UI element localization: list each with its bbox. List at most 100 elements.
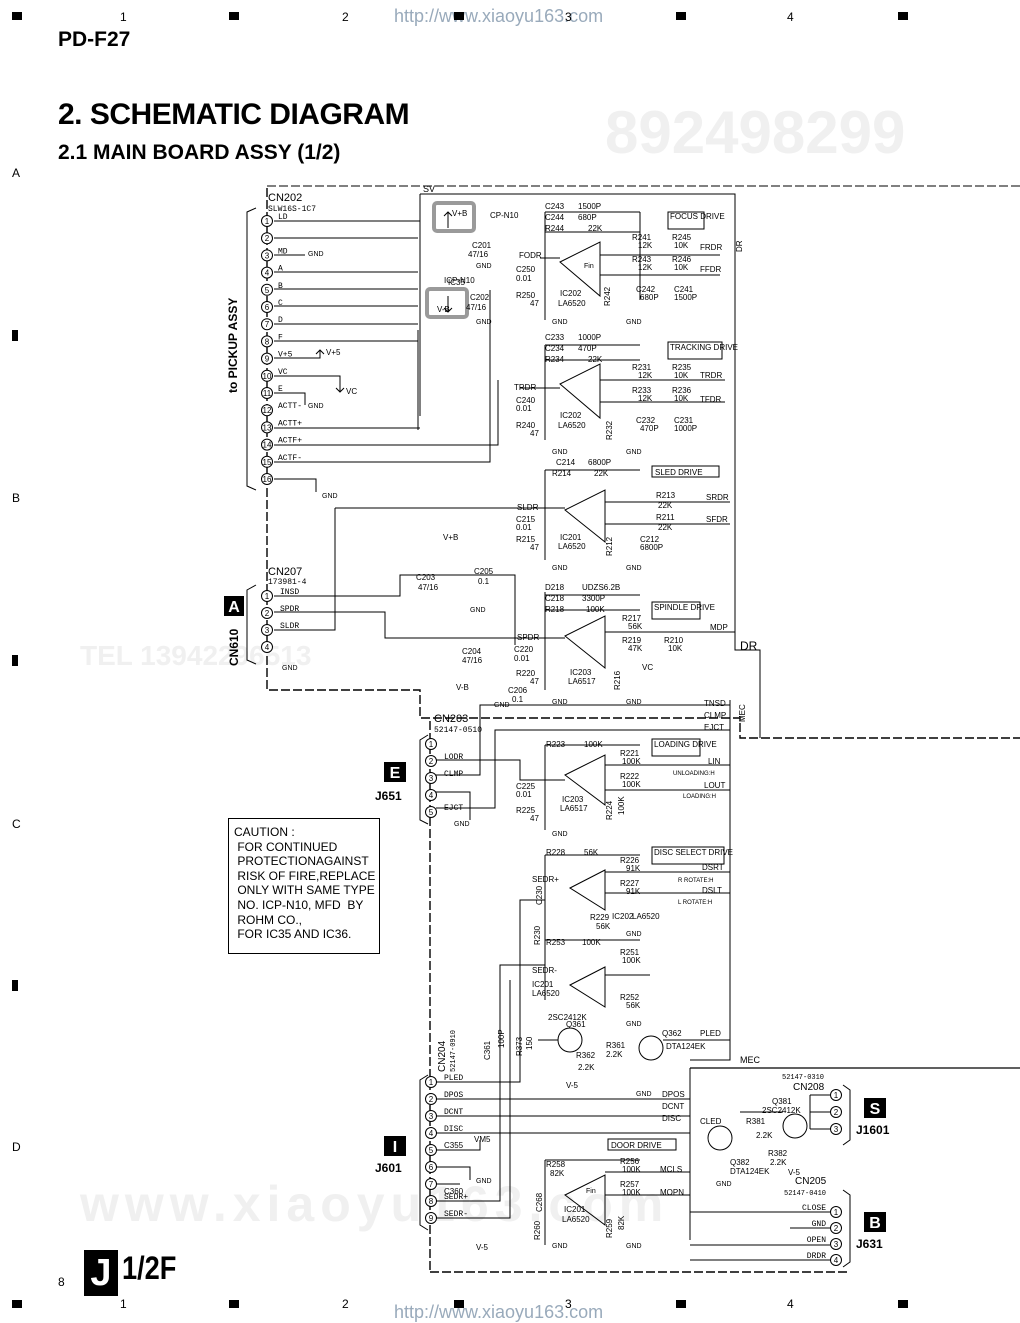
cn207-pin-1	[261, 590, 273, 602]
label-c232: C232	[636, 416, 656, 425]
net-ffdr: FFDR	[700, 265, 722, 274]
cn204-pin-7	[425, 1178, 437, 1190]
label-r234v: 22K	[588, 355, 603, 364]
label-r211: R211	[656, 513, 675, 522]
label-r221v: 100K	[622, 757, 641, 766]
label-c204: C204	[462, 647, 482, 656]
grid-col-1-bottom: 1	[120, 1297, 127, 1311]
label-c205: C205	[474, 567, 494, 576]
cn202-pin-4	[261, 266, 273, 279]
net-pled: PLED	[700, 1029, 721, 1038]
cn202-pin-2	[261, 232, 273, 245]
label-c361: C361	[483, 1040, 492, 1060]
net-tfdr: TFDR	[700, 395, 722, 404]
label-r236v: 10K	[674, 394, 689, 403]
bottom-url[interactable]: http://www.xiaoyu163.com	[394, 1302, 604, 1322]
cn202-pin-number: 12	[263, 406, 272, 415]
gnd-label: GND	[476, 319, 492, 326]
label-r233v: 12K	[638, 394, 653, 403]
cn202-signal-label: MD	[278, 247, 288, 256]
cn202-signal-label: A	[278, 265, 283, 274]
gnd-label: GND	[636, 1091, 652, 1098]
label-r220v: 47	[530, 677, 539, 686]
gnd-label: GND	[476, 263, 492, 270]
cn203-pin-2	[425, 755, 437, 767]
label-r246: R246	[672, 255, 692, 264]
cn202-signal-label: VC	[278, 368, 288, 377]
badge-e-text: E	[390, 765, 401, 782]
cn202-signal-label: C	[278, 299, 283, 308]
gnd-label: GND	[322, 493, 338, 500]
cn203-pin-4	[425, 789, 437, 801]
label-r258: R258	[546, 1160, 566, 1169]
badge-a	[224, 596, 244, 616]
grid-marker	[229, 1300, 239, 1308]
cn202-pin-5	[261, 283, 273, 296]
cn205-signal-label: OPEN	[807, 1236, 826, 1245]
grid-col-1: 1	[120, 10, 127, 24]
cn204-pin-5	[425, 1144, 437, 1156]
cn208-pin-number: 3	[834, 1125, 839, 1134]
gnd-label: GND	[308, 403, 324, 410]
cn203-pin-3	[425, 772, 437, 784]
cn202-signal-label: B	[278, 282, 283, 291]
cn207-pin-number: 1	[265, 592, 270, 601]
label-c206: C206	[508, 686, 528, 695]
cn205-pin-number: 3	[834, 1240, 839, 1249]
top-url[interactable]: http://www.xiaoyu163.com	[394, 6, 604, 26]
cn204-pin-number: 5	[429, 1146, 434, 1155]
gnd-label: GND	[476, 1178, 492, 1185]
grid-marker	[12, 1300, 22, 1308]
label-r211v: 22K	[658, 523, 673, 532]
cn202-pin-number: 1	[265, 217, 270, 226]
net-r-rotate: R ROTATE:H	[678, 878, 713, 884]
cn202-pin-number: 7	[265, 320, 270, 329]
cn207-pin-number: 4	[265, 643, 270, 652]
badge-a-text: A	[228, 599, 240, 616]
label-c218v: 3300P	[582, 594, 605, 603]
gnd-label: GND	[552, 831, 568, 838]
cn203-pin-5	[425, 806, 437, 818]
cn203-signal-label: LODR	[444, 753, 463, 762]
label-r373v: 150	[525, 1036, 534, 1050]
badge-i-text: I	[393, 1139, 397, 1156]
gnd-label: GND	[626, 319, 642, 326]
page-number: 8	[58, 1275, 65, 1289]
cn208-part: 52147-0310	[782, 1074, 824, 1082]
net-trdr: TRDR	[514, 383, 536, 392]
label-ic201-2: IC201	[532, 980, 554, 989]
grid-marker	[454, 12, 464, 20]
cn202-signal-label: ACTT+	[278, 419, 302, 428]
cn202-pin-number: 14	[263, 441, 272, 450]
grid-col-4-bottom: 4	[787, 1297, 794, 1311]
label-r240: R240	[516, 421, 536, 430]
cn202-pin-10	[261, 369, 273, 382]
focus-drive-label: FOCUS DRIVE	[670, 212, 725, 221]
net-sedr-minus: SEDR-	[532, 966, 557, 975]
pickup-assy-label: to PICKUP ASSY	[226, 298, 240, 393]
cn208-pin-3	[830, 1123, 842, 1135]
gnd-label: GND	[626, 449, 642, 456]
gnd-label: GND	[552, 1243, 568, 1250]
cn204-part: 52147-0910	[450, 1030, 458, 1072]
caution-note: CAUTION : FOR CONTINUED PROTECTIONAGAINS…	[228, 818, 380, 954]
net-dr-vertical: DR	[735, 240, 744, 252]
cn203-signal-label: CLMP	[444, 770, 463, 779]
grid-marker	[12, 12, 22, 20]
label-r244: R244	[545, 224, 565, 233]
cn204-pin-1	[425, 1076, 437, 1088]
cn203-pin-number: 4	[429, 791, 434, 800]
net-vplus5: V+5	[326, 348, 341, 357]
label-c212: C212	[640, 535, 660, 544]
net-fin-1: Fin	[584, 263, 594, 270]
cn208-pin-2	[830, 1106, 842, 1118]
page-subtitle: 2.1 MAIN BOARD ASSY (1/2)	[58, 141, 341, 164]
net-sedr-plus: SEDR+	[532, 875, 559, 884]
badge-e	[384, 762, 406, 782]
label-r222v: 100K	[622, 780, 641, 789]
badge-s	[864, 1098, 886, 1118]
label-r210: R210	[664, 636, 684, 645]
label-r214: R214	[552, 469, 572, 478]
label-r382v: 2.2K	[770, 1158, 787, 1167]
